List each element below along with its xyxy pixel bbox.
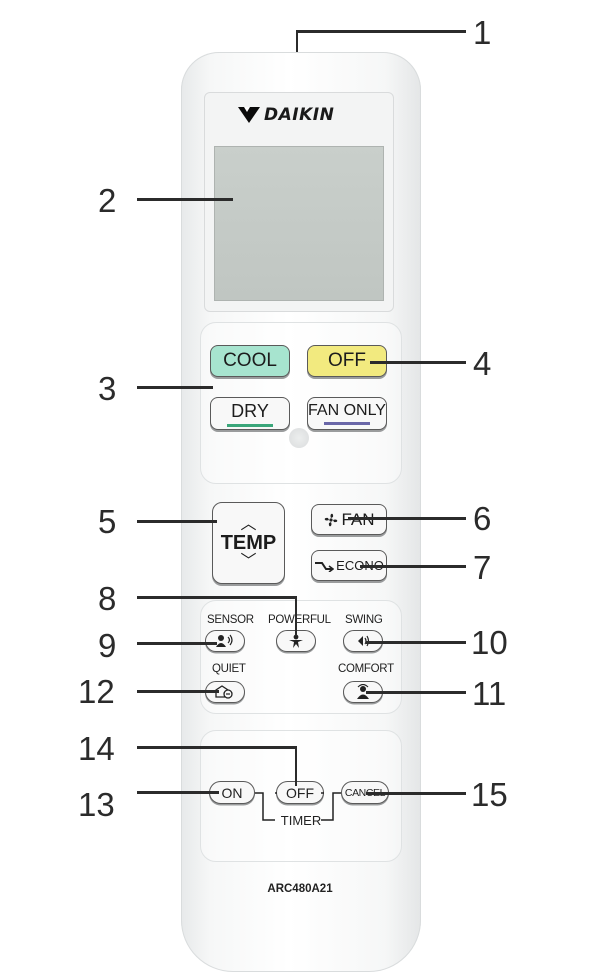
leader-line-5 <box>137 520 217 523</box>
leader-line-1a <box>296 30 298 52</box>
daikin-logo-icon <box>238 107 260 123</box>
callout-9: 9 <box>98 627 117 664</box>
callout-1: 1 <box>473 14 492 51</box>
leader-line-9 <box>137 642 217 645</box>
lcd-display <box>214 146 384 301</box>
leader-line-14a <box>137 746 297 749</box>
callout-6: 6 <box>473 500 492 537</box>
timer-bracket <box>255 792 341 821</box>
leader-line-15 <box>366 792 466 795</box>
chevron-down-icon: ﹀ <box>240 552 257 570</box>
callout-2: 2 <box>98 182 117 219</box>
leader-line-2 <box>137 198 233 201</box>
timer-cancel-button[interactable]: CANCEL <box>341 781 389 804</box>
econo-label: ECONO <box>336 558 384 573</box>
callout-3: 3 <box>98 370 117 407</box>
econo-icon <box>315 561 335 572</box>
timer-label: TIMER <box>280 813 322 828</box>
leader-line-1b <box>296 30 466 33</box>
callout-4: 4 <box>473 345 492 382</box>
timer-on-button[interactable]: ON <box>209 781 255 804</box>
dry-label: DRY <box>231 400 269 421</box>
timer-on-label: ON <box>221 784 243 801</box>
comfort-label: COMFORT <box>338 663 394 675</box>
callout-13: 13 <box>78 786 115 823</box>
leader-line-10 <box>366 641 466 644</box>
model-number: ARC480A21 <box>267 883 333 895</box>
sensor-label: SENSOR <box>207 614 254 626</box>
callout-10: 10 <box>471 624 508 661</box>
powerful-label: POWERFUL <box>268 614 331 626</box>
dry-color-bar <box>227 423 273 427</box>
leader-line-14b <box>295 746 297 786</box>
off-label: OFF <box>328 350 366 371</box>
comfort-icon <box>357 684 369 699</box>
callout-11: 11 <box>472 675 507 712</box>
leader-line-12 <box>137 690 219 693</box>
temp-label: TEMP <box>220 531 277 554</box>
leader-line-4 <box>370 361 466 364</box>
leader-line-11 <box>366 691 466 694</box>
powerful-icon <box>289 634 303 648</box>
callout-12: 12 <box>78 673 115 710</box>
brand-name: DAIKIN <box>264 105 335 125</box>
fan-only-button[interactable]: FAN ONLY <box>307 397 387 430</box>
chevron-up-icon: ︿ <box>240 515 257 533</box>
callout-14: 14 <box>78 730 115 767</box>
callout-15: 15 <box>471 776 508 813</box>
leader-line-8a <box>137 596 297 599</box>
callout-7: 7 <box>473 549 492 586</box>
off-button[interactable]: OFF <box>307 345 387 377</box>
leader-line-13 <box>137 791 219 794</box>
brand-logo: DAIKIN <box>238 102 334 128</box>
fan-only-color-bar <box>324 422 370 425</box>
sensor-icon <box>216 634 233 647</box>
dry-button[interactable]: DRY <box>210 397 290 430</box>
cool-button[interactable]: COOL <box>210 345 290 377</box>
quiet-label: QUIET <box>212 663 246 675</box>
timer-off-label: OFF <box>286 784 314 801</box>
leader-line-6 <box>348 517 466 520</box>
callout-5: 5 <box>98 503 117 540</box>
cool-label: COOL <box>223 350 277 371</box>
fan-icon <box>325 513 338 526</box>
leader-line-7 <box>360 565 466 568</box>
leader-line-3 <box>137 386 213 389</box>
sensor-button[interactable] <box>205 630 245 652</box>
callout-8: 8 <box>98 580 117 617</box>
timer-cancel-label: CANCEL <box>344 786 386 799</box>
fan-only-label: FAN ONLY <box>308 402 386 419</box>
timer-off-button[interactable]: OFF <box>276 781 324 804</box>
sensor-window <box>289 428 309 448</box>
temp-button[interactable]: ︿ TEMP ﹀ <box>212 502 285 584</box>
leader-line-8b <box>295 596 297 636</box>
swing-label: SWING <box>345 614 383 626</box>
